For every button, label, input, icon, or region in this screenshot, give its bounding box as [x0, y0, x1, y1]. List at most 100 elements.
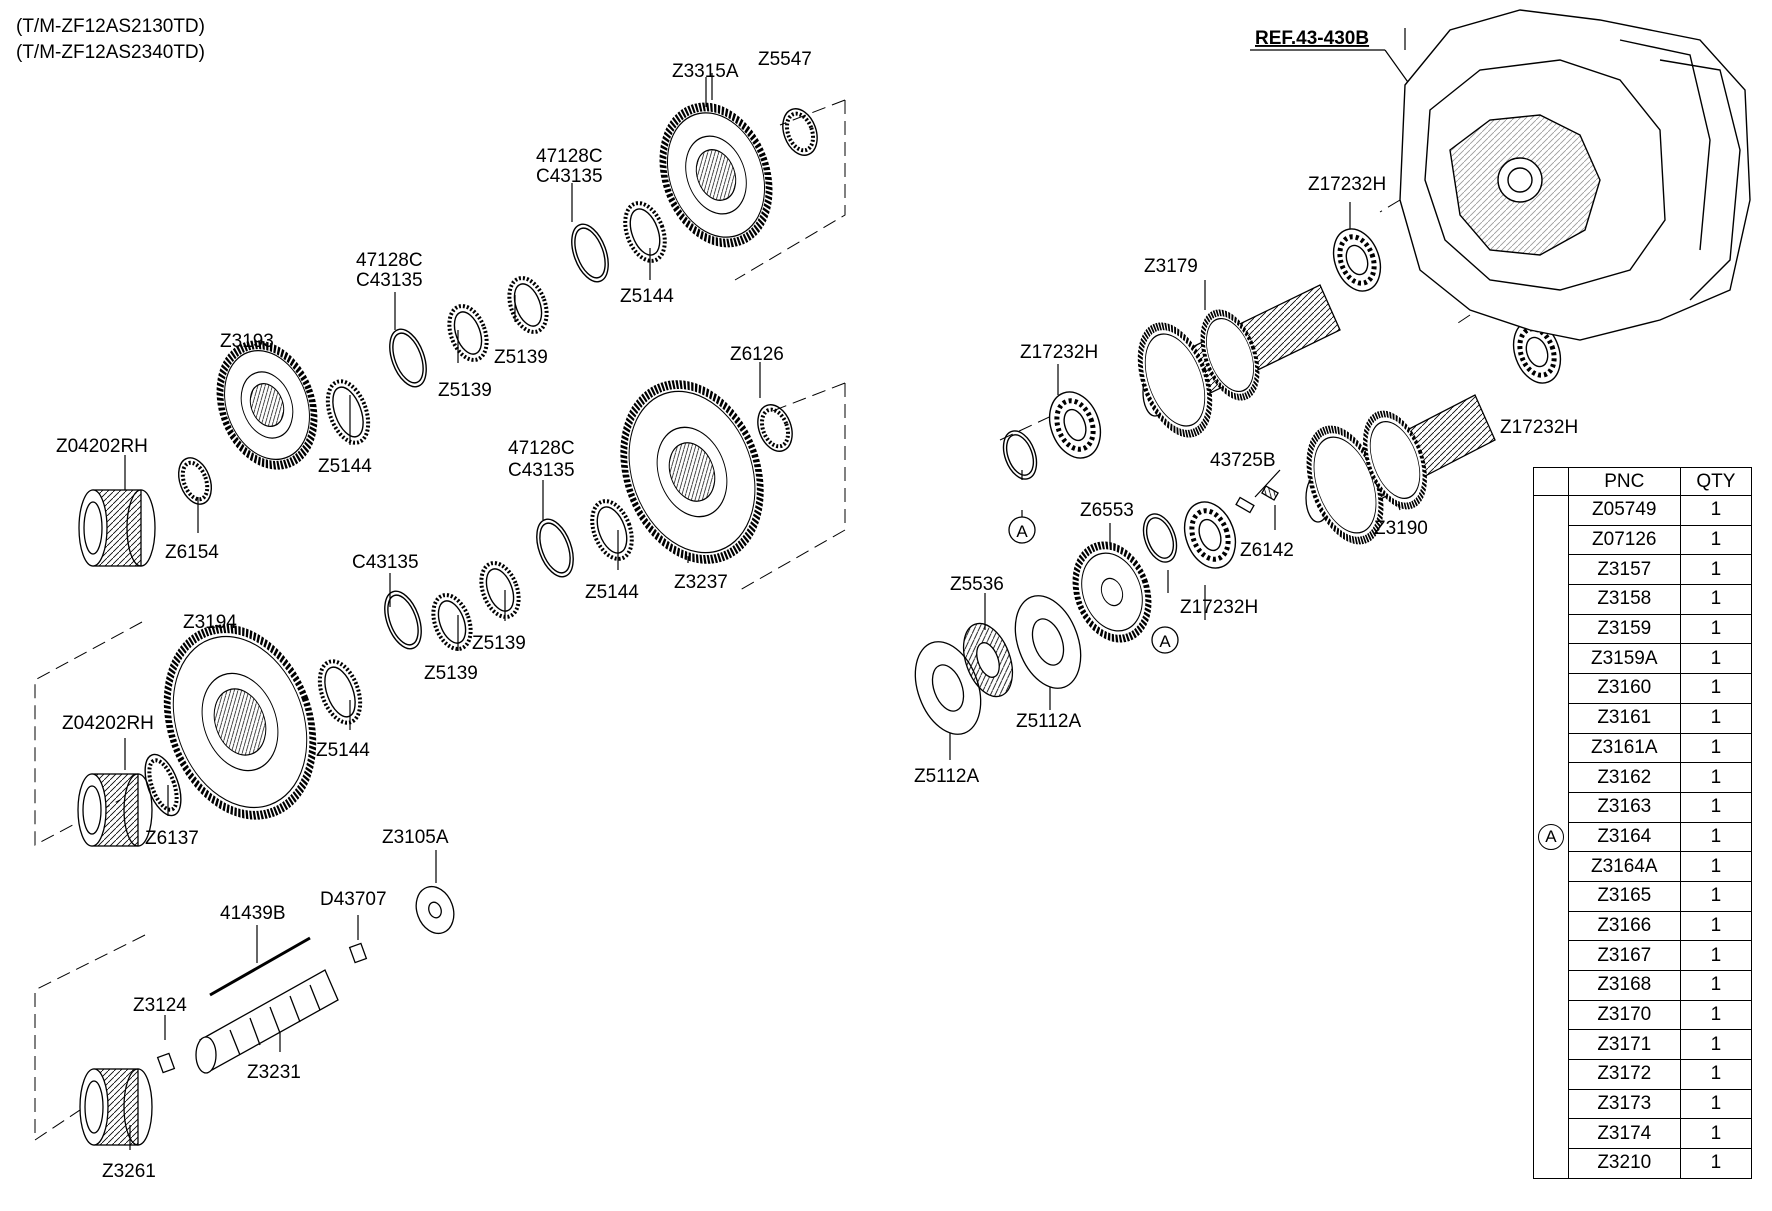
pnc-cell: Z3168	[1567, 970, 1681, 1001]
label-z3261: Z3261	[102, 1161, 156, 1182]
qty-cell: 1	[1679, 1118, 1753, 1150]
callout-labels: Z3315A Z5547 47128C C43135 Z5144 47128C …	[56, 28, 1578, 1182]
pnc-cell: Z3159	[1567, 613, 1681, 645]
label-47128c-3: 47128C	[508, 438, 575, 459]
label-z6126: Z6126	[730, 344, 784, 365]
gear-z3315a	[659, 102, 773, 248]
ring-z5144-3	[590, 499, 634, 561]
needle-bearing-group	[77, 489, 156, 1146]
label-z17232h-4: Z17232H	[1180, 597, 1258, 618]
label-z5139-2: Z5139	[494, 347, 548, 368]
pin-z3124	[156, 1052, 176, 1074]
ring-47128c-2	[389, 328, 427, 388]
ring-shim-a1	[1002, 430, 1038, 480]
label-z17232h-2: Z17232H	[1020, 342, 1098, 363]
qty-cell: 1	[1679, 791, 1753, 823]
label-z5547: Z5547	[758, 49, 812, 70]
header-pnc: PNC	[1567, 467, 1681, 496]
qty-cell: 1	[1679, 1059, 1753, 1090]
label-z5112a-1: Z5112A	[1016, 711, 1081, 732]
label-z5112a-2: Z5112A	[914, 766, 979, 787]
qty-cell: 1	[1679, 999, 1753, 1031]
label-z5139-3: Z5139	[424, 663, 478, 684]
qty-cell: 1	[1679, 584, 1753, 615]
ring-c43135	[384, 590, 422, 650]
marker-a-2: A	[1151, 626, 1179, 654]
ring-z5144-4	[317, 659, 363, 725]
label-z5139-4: Z5139	[472, 633, 526, 654]
label-z6142: Z6142	[1240, 540, 1294, 561]
washer-z5112a-2	[1014, 595, 1082, 689]
qty-cell: 1	[1679, 613, 1753, 645]
label-c43135-4: C43135	[352, 552, 419, 573]
ref-label: REF.43-430B	[1255, 28, 1369, 49]
pnc-cell: Z3159A	[1567, 643, 1681, 675]
pnc-cell: Z3157	[1567, 554, 1681, 586]
header-qty: QTY	[1679, 467, 1753, 496]
leader-lines	[124, 28, 1541, 1150]
pnc-cell: Z3160	[1567, 673, 1681, 704]
pnc-cell: Z3210	[1567, 1148, 1681, 1179]
qty-cell: 1	[1679, 673, 1753, 704]
label-z5144-3: Z5144	[585, 582, 639, 603]
label-z17232h-3: Z17232H	[1500, 417, 1578, 438]
pnc-cell: Z3158	[1567, 584, 1681, 615]
label-43725b: 43725B	[1210, 450, 1276, 471]
pnc-cell: Z3165	[1567, 880, 1681, 912]
qty-cell: 1	[1679, 524, 1753, 556]
label-z3194: Z3194	[183, 612, 237, 633]
table-header-row: PNC QTY	[1533, 467, 1753, 496]
pin-43725b	[1235, 496, 1255, 514]
label-41439b: 41439B	[220, 903, 286, 924]
label-z5144-4: Z5144	[316, 740, 370, 761]
pnc-cell: Z3170	[1567, 999, 1681, 1031]
pnc-cell: Z3174	[1567, 1118, 1681, 1150]
qty-cell: 1	[1679, 702, 1753, 734]
qty-cell: 1	[1679, 554, 1753, 586]
gear-z3237	[620, 380, 764, 564]
pnc-cell: Z07126	[1567, 524, 1681, 556]
ring-shim-a2	[1142, 513, 1178, 563]
pnc-cell: Z3171	[1567, 1029, 1681, 1061]
ring-z5547	[782, 108, 818, 156]
bearing-z3261	[79, 1068, 153, 1146]
ball-bearing-3	[1512, 320, 1562, 384]
label-z17232h-1: Z17232H	[1308, 174, 1386, 195]
qty-cell: 1	[1679, 940, 1753, 971]
pnc-cell: Z3166	[1567, 910, 1681, 942]
ball-bearing-group	[1048, 228, 1562, 569]
qty-cell: 1	[1679, 821, 1753, 853]
shaft-z3190	[1305, 394, 1496, 545]
header-line-1: (T/M-ZF12AS2130TD)	[16, 16, 205, 37]
qty-cell: 1	[1679, 643, 1753, 675]
pnc-cell: Z3161A	[1567, 732, 1681, 764]
gear-z3194	[163, 624, 317, 820]
marker-group: A A	[1008, 516, 1179, 654]
pnc-cell: Z3164A	[1567, 851, 1681, 882]
qty-cell: 1	[1679, 970, 1753, 1001]
ring-z6154	[177, 457, 213, 505]
label-z3105a: Z3105A	[382, 827, 449, 848]
svg-text:A: A	[1016, 522, 1028, 541]
label-z3190: Z3190	[1374, 518, 1428, 539]
pin-d43707	[348, 942, 368, 964]
svg-text:A: A	[1159, 632, 1171, 651]
qty-cell: 1	[1679, 762, 1753, 793]
label-z6553: Z6553	[1080, 500, 1134, 521]
ring-z6137	[144, 753, 182, 817]
qty-cell: 1	[1679, 1029, 1753, 1061]
label-z04202rh-2: Z04202RH	[62, 713, 154, 734]
